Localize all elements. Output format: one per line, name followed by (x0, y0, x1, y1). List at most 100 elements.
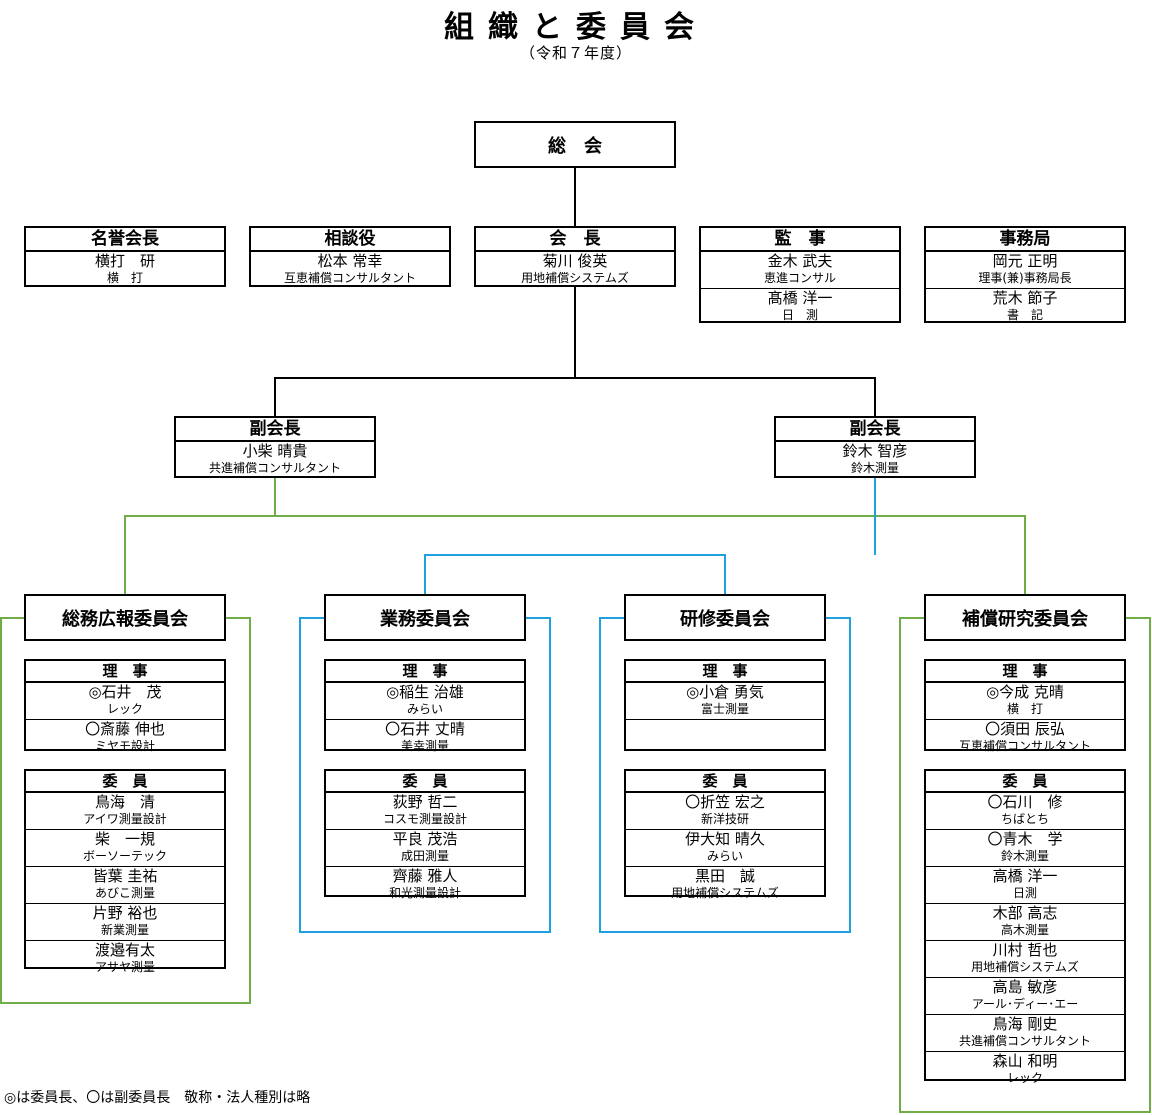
member-name: 高島 敏彦 (992, 978, 1058, 996)
member-cell: 渡邉有太アサヤ測量 (26, 940, 224, 977)
member-name: 岡元 正明 (992, 252, 1058, 270)
committee-title-box: 総務広報委員会 (24, 594, 226, 641)
directors-header: 理 事 (26, 661, 224, 682)
vice-president-header: 副会長 (776, 418, 974, 441)
member-cell: 菊川 俊英 用地補償システムズ (476, 251, 674, 288)
directors-table: 理 事 ◎石井 茂レック 〇斎藤 伸也ミヤモ設計 (24, 659, 226, 753)
member-cell: 〇石川 修ちばとち (926, 792, 1124, 829)
member-affiliation: 横 打 (106, 271, 143, 285)
member-name: 齊藤 雅人 (392, 867, 458, 885)
member-name: 鈴木 智彦 (842, 442, 908, 460)
member-name: 〇石井 丈晴 (385, 720, 465, 738)
advisor-header: 相談役 (251, 228, 449, 251)
auditor-box: 監 事 金木 武夫 恵進コンサル 髙橋 洋一 日 測 (699, 226, 901, 323)
member-affiliation: レック (1006, 1071, 1043, 1085)
president-header: 会 長 (476, 228, 674, 251)
member-name: 木部 高志 (992, 904, 1058, 922)
member-name: 川村 哲也 (992, 941, 1058, 959)
member-name: 〇折笠 宏之 (685, 793, 765, 811)
member-cell: 柴 一規ボーソーテック (26, 829, 224, 866)
connector-line (274, 377, 876, 379)
member-affiliation: アール･ディー･エー (971, 997, 1079, 1011)
connector-line-blue (724, 554, 726, 595)
connector-line (574, 286, 576, 378)
connector-line-green (1024, 515, 1026, 595)
member-name: 平良 茂浩 (392, 830, 458, 848)
legend-note: ◎は委員長、〇は副委員長 敬称・法人種別は略 (4, 1090, 311, 1106)
member-affiliation: みらい (406, 702, 443, 716)
member-affiliation: 日測 (1012, 886, 1037, 900)
committee-title: 総務広報委員会 (62, 608, 188, 630)
member-cell: ◎今成 克晴横 打 (926, 682, 1124, 719)
member-name: 渡邉有太 (94, 941, 155, 959)
committee-title: 業務委員会 (380, 608, 470, 630)
member-name: 皆葉 圭祐 (92, 867, 158, 885)
member-cell: ◎小倉 勇気富士測量 (626, 682, 824, 719)
member-cell: 横打 研 横 打 (26, 251, 224, 288)
members-header: 委 員 (326, 771, 524, 792)
directors-table: 理 事 ◎今成 克晴横 打 〇須田 辰弘互恵補償コンサルタント (924, 659, 1126, 753)
member-cell: 片野 裕也新業測量 (26, 903, 224, 940)
member-name: 〇石川 修 (987, 793, 1063, 811)
connector-line (274, 377, 276, 417)
committee-title-box: 補償研究委員会 (924, 594, 1126, 641)
member-cell: 〇青木 学鈴木測量 (926, 829, 1124, 866)
member-cell: 〇石井 丈晴美幸測量 (326, 719, 524, 756)
member-affiliation: 高木測量 (1000, 923, 1049, 937)
member-cell: 木部 高志高木測量 (926, 903, 1124, 940)
connector-line-blue (424, 554, 426, 595)
committee-title-box: 業務委員会 (324, 594, 526, 641)
member-name: ◎小倉 勇気 (686, 683, 764, 701)
member-name: ◎今成 克晴 (986, 683, 1064, 701)
member-affiliation: 日 測 (781, 308, 818, 322)
member-cell: 〇須田 辰弘互恵補償コンサルタント (926, 719, 1124, 756)
member-name: 黒田 誠 (694, 867, 755, 885)
page-subtitle: （令和７年度） (519, 44, 632, 62)
member-cell: 川村 哲也用地補償システムズ (926, 940, 1124, 977)
member-cell: 高橋 洋一日測 (926, 866, 1124, 903)
member-affiliation: ボーソーテック (82, 849, 167, 863)
member-cell: 小柴 晴貴 共進補償コンサルタント (176, 441, 374, 478)
members-table: 委 員 荻野 哲二コスモ測量設計 平良 茂浩成田測量 齊藤 雅人和光測量設計 (324, 769, 526, 900)
member-affiliation: 横 打 (1006, 702, 1043, 716)
member-affiliation (626, 738, 824, 754)
member-cell: 伊大知 晴久みらい (626, 829, 824, 866)
advisor-box: 相談役 松本 常幸 互恵補償コンサルタント (249, 226, 451, 287)
member-cell: 森山 和明レック (926, 1051, 1124, 1088)
vice-president-box: 副会長 小柴 晴貴 共進補償コンサルタント (174, 416, 376, 478)
member-name: 鳥海 剛史 (992, 1015, 1058, 1033)
members-header: 委 員 (26, 771, 224, 792)
general-meeting-box: 総 会 (474, 121, 676, 168)
member-affiliation: 書 記 (1006, 308, 1043, 322)
connector-line-green (124, 515, 126, 595)
directors-header: 理 事 (326, 661, 524, 682)
member-affiliation: 用地補償システムズ (971, 960, 1079, 974)
member-affiliation: アイワ測量設計 (83, 812, 167, 826)
member-name: 〇斎藤 伸也 (85, 720, 165, 738)
directors-header: 理 事 (626, 661, 824, 682)
committee-title: 補償研究委員会 (962, 608, 1088, 630)
member-cell: 齊藤 雅人和光測量設計 (326, 866, 524, 903)
member-affiliation: 用地補償システムズ (671, 886, 779, 900)
member-name: 柴 一規 (94, 830, 155, 848)
member-cell (626, 719, 824, 756)
member-affiliation: 互恵補償コンサルタント (958, 739, 1091, 753)
member-affiliation: 成田測量 (400, 849, 449, 863)
general-meeting-label: 総 会 (548, 135, 602, 157)
members-table: 委 員 〇折笠 宏之新洋技研 伊大知 晴久みらい 黒田 誠用地補償システムズ (624, 769, 826, 900)
member-name: 片野 裕也 (92, 904, 158, 922)
member-affiliation: 富士測量 (700, 702, 749, 716)
member-cell: 松本 常幸 互恵補償コンサルタント (251, 251, 449, 288)
member-affiliation: 理事(兼)事務局長 (978, 271, 1072, 285)
page-title: 組織と委員会 (444, 10, 708, 45)
directors-table: 理 事 ◎稲生 治雄みらい 〇石井 丈晴美幸測量 (324, 659, 526, 753)
member-cell: 岡元 正明 理事(兼)事務局長 (926, 251, 1124, 288)
connector-line-green (274, 477, 276, 516)
member-affiliation: ミヤモ設計 (94, 739, 155, 753)
secretariat-box: 事務局 岡元 正明 理事(兼)事務局長 荒木 節子 書 記 (924, 226, 1126, 323)
member-affiliation: レック (106, 702, 143, 716)
members-table: 委 員 〇石川 修ちばとち 〇青木 学鈴木測量 高橋 洋一日測 木部 高志高木測… (924, 769, 1126, 1085)
members-table: 委 員 鳥海 清アイワ測量設計 柴 一規ボーソーテック 皆葉 圭祐あびこ測量 片… (24, 769, 226, 974)
member-affiliation: 用地補償システムズ (521, 271, 629, 285)
member-affiliation: みらい (706, 849, 743, 863)
